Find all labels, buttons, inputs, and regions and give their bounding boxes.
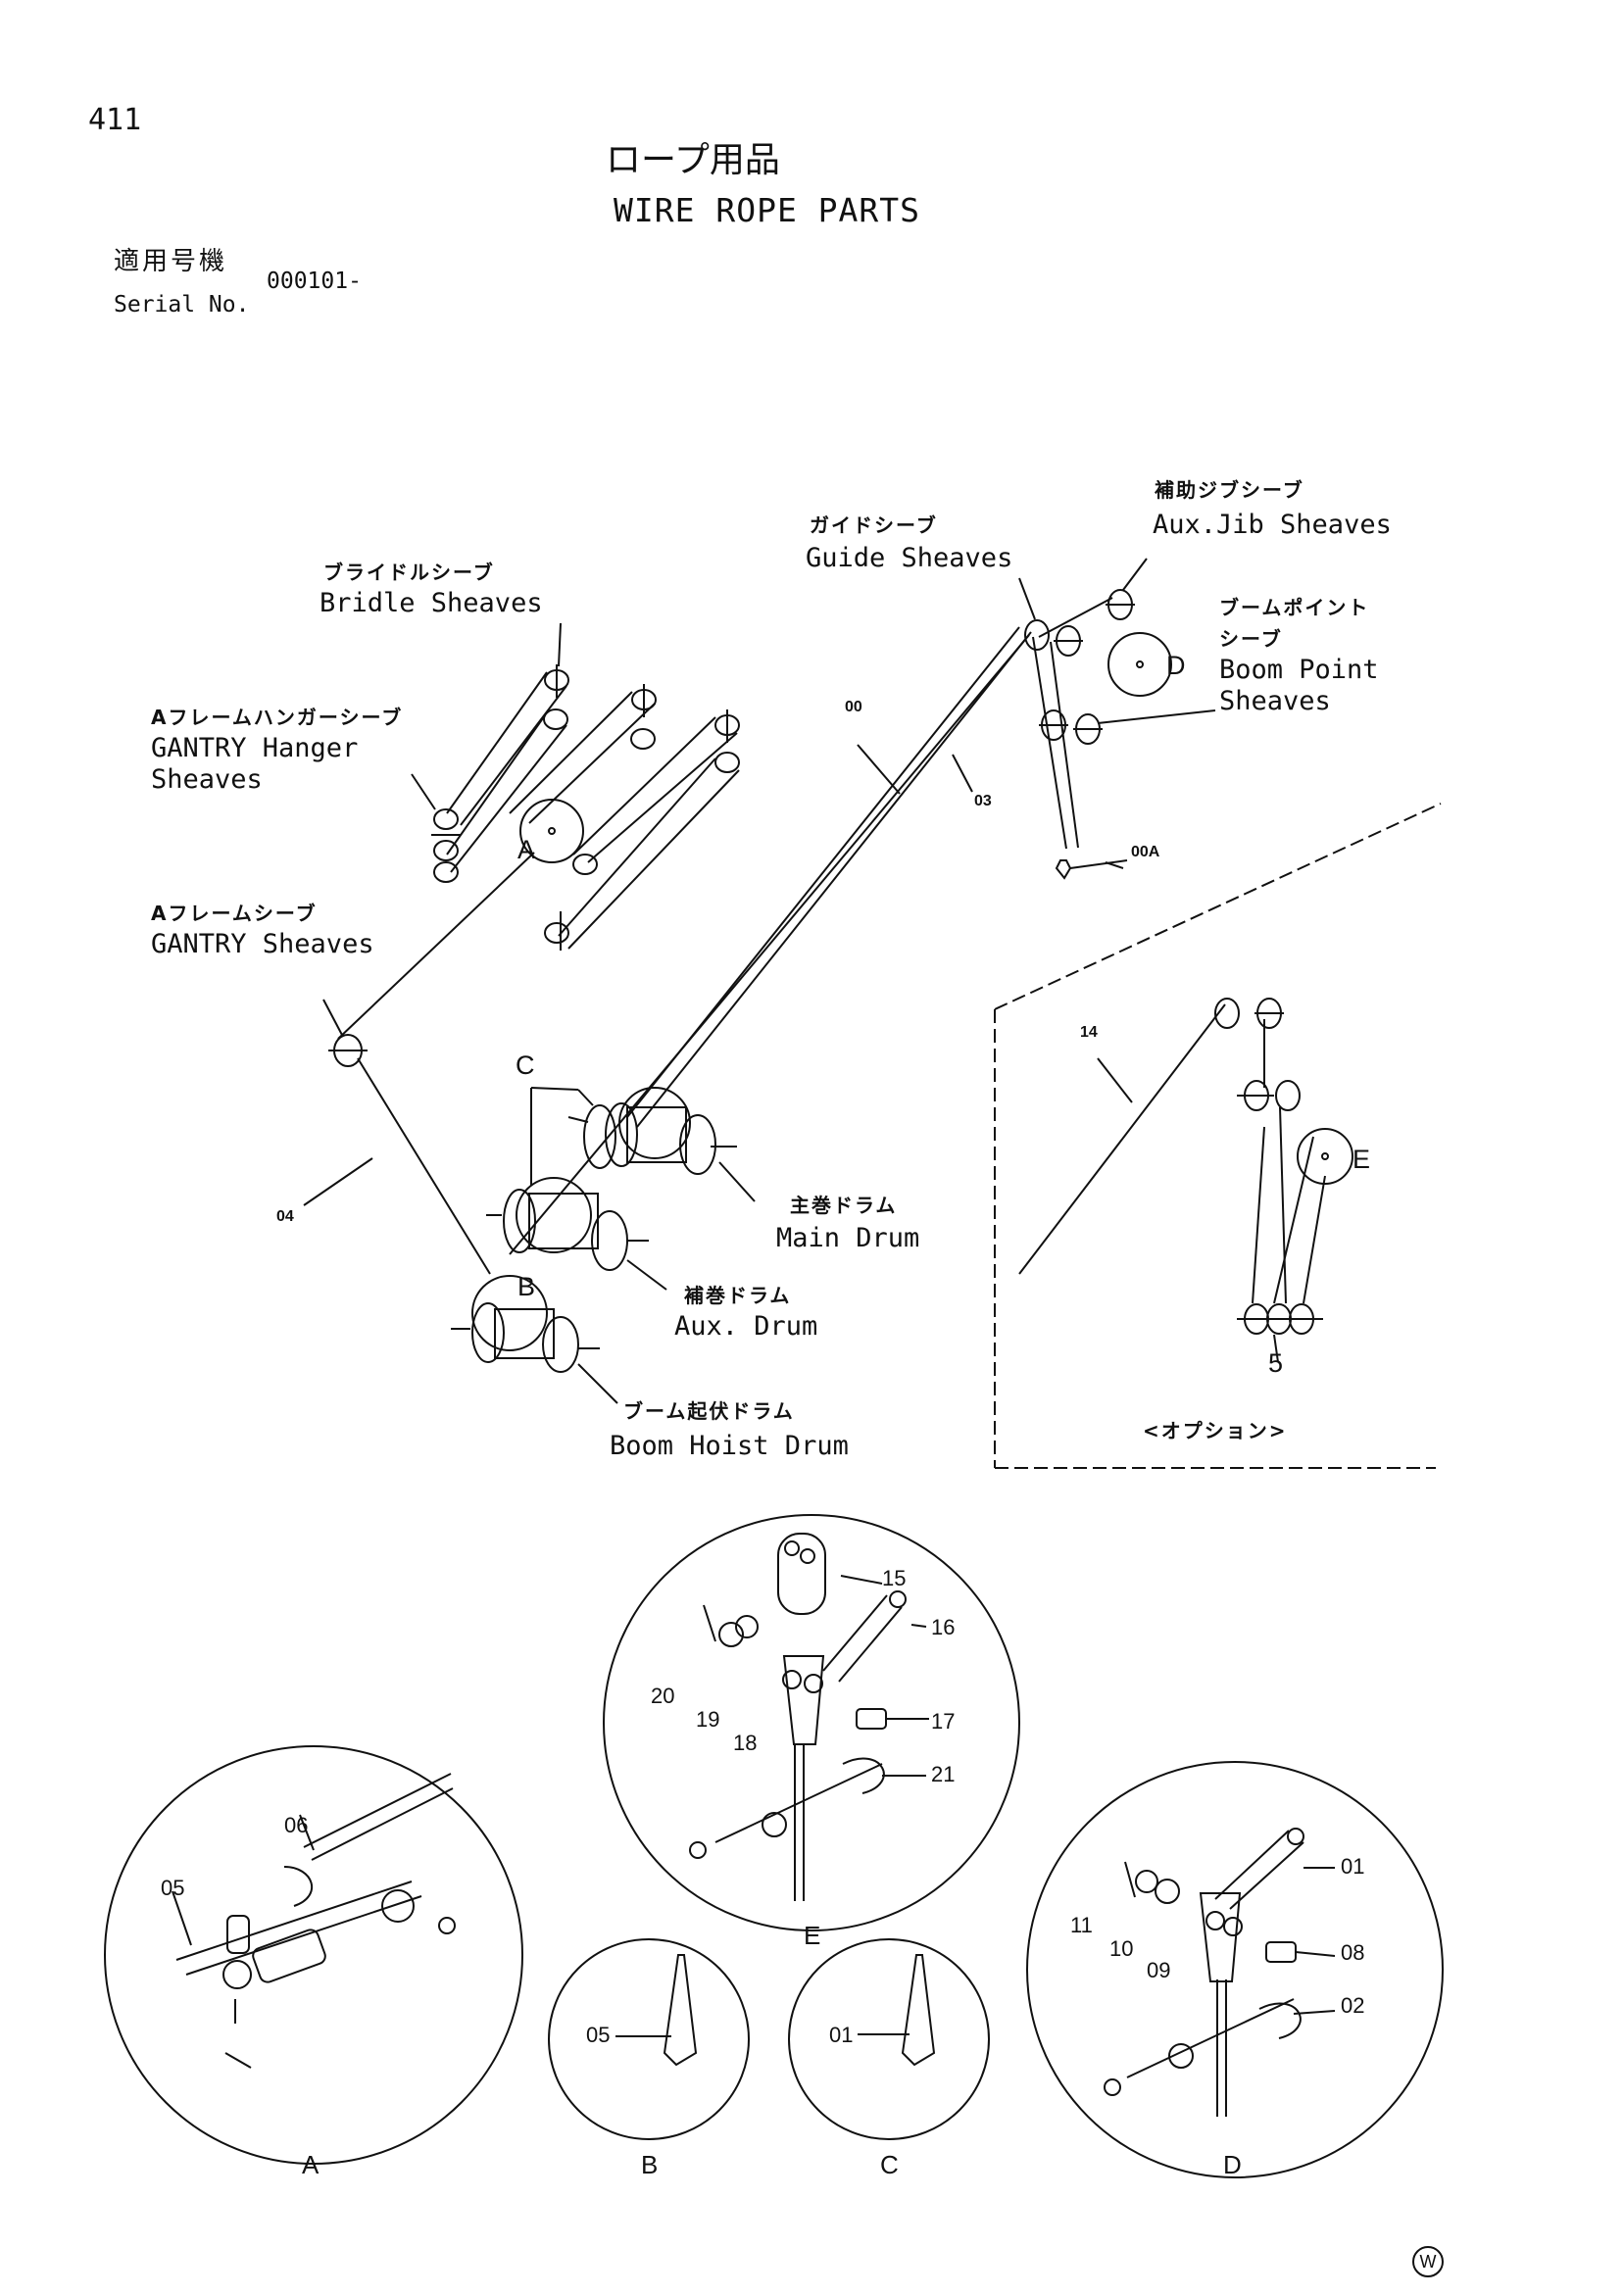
callout-03: 03 [974,793,992,809]
detail-e-part-21: 21 [931,1762,956,1786]
detail-c-caption: C [880,2150,899,2179]
boom-point-label-en2: Sheaves [1219,686,1331,716]
detail-e-circle [603,1514,1020,1931]
gantry-sheave-drawing [322,852,535,1275]
bridle-sheaves-label-jp: ブライドルシーブ [323,561,495,584]
aux-drum-drawing [486,1177,649,1271]
main-drum-drawing [567,1087,737,1175]
detail-e-caption: E [804,1921,821,1950]
main-drum-label-jp: 主巻ドラム [790,1194,898,1217]
detail-a-part-06: 06 [284,1813,309,1837]
detail-e-part-17: 17 [931,1709,956,1734]
main-ropes-drawing [509,597,1113,1255]
tag-a: A [517,835,536,864]
detail-d-part-10: 10 [1109,1936,1134,1961]
detail-d-part-08: 08 [1341,1940,1365,1965]
page-title-en: WIRE ROPE PARTS [614,191,921,229]
detail-e-part-15: 15 [882,1566,907,1590]
detail-d-part-01: 01 [1341,1854,1365,1879]
page-title-jp: ロープ用品 [606,140,780,180]
bridle-sheaves-label-en: Bridle Sheaves [320,588,543,618]
detail-d-part-11: 11 [1070,1913,1093,1937]
boom-hoist-drum-drawing [451,1275,600,1373]
detail-b-caption: B [641,2150,659,2179]
detail-e-part-18: 18 [733,1731,758,1755]
option-drawing [1018,998,1353,1363]
gantry-sheaves-label-en: GANTRY Sheaves [151,929,374,959]
detail-e-part-19: 19 [696,1707,720,1732]
boom-hoist-drum-label-en: Boom Hoist Drum [610,1431,849,1461]
aux-jib-sheaves-label-jp: 補助ジブシーブ [1155,478,1304,502]
gantry-hanger-sheaves-drawing [431,808,461,883]
guide-sheaves-label-en: Guide Sheaves [806,543,1013,573]
detail-d-circle [1026,1761,1444,2178]
leader-lines [303,558,1216,1404]
detail-a-circle [104,1745,523,2165]
guide-sheaves-label-jp: ガイドシーブ [810,513,938,537]
detail-d-part-02: 02 [1341,1993,1365,2018]
aux-jib-sheaves-label-en: Aux.Jib Sheaves [1153,510,1392,540]
detail-e-part-20: 20 [651,1684,675,1708]
boom-point-label-jp1: ブームポイント [1219,596,1370,619]
detail-d-caption: D [1223,2150,1242,2179]
callout-5: 5 [1268,1348,1284,1378]
gantry-hanger-label-en2: Sheaves [151,764,263,795]
option-box [994,803,1442,1469]
tag-d: D [1166,651,1186,680]
serial-value: 000101- [267,269,362,294]
boom-point-label-en1: Boom Point [1219,655,1379,685]
main-drum-label-en: Main Drum [776,1223,920,1253]
callout-14: 14 [1080,1024,1098,1041]
callout-04: 04 [276,1208,294,1225]
page-number: 411 [88,103,142,137]
callout-00: 00 [845,699,862,715]
serial-label-jp: 適用号機 [114,247,228,276]
boom-hoist-drum-label-jp: ブーム起伏ドラム [623,1399,795,1423]
tag-b: B [517,1272,536,1301]
gantry-hanger-label-en1: GANTRY Hanger [151,733,359,763]
detail-a-part-05: 05 [161,1876,185,1900]
gantry-hanger-label-jp: Aフレームハンガーシーブ [151,706,404,729]
top-sheaves-drawing [1024,589,1172,880]
detail-b-circle [548,1938,750,2140]
w-mark-icon: W [1412,2246,1444,2277]
detail-b-part-05: 05 [586,2023,611,2047]
serial-label-en: Serial No. [114,292,250,318]
aux-drum-label-jp: 補巻ドラム [684,1284,792,1307]
detail-e-part-16: 16 [931,1615,956,1639]
detail-d-part-09: 09 [1147,1958,1171,1982]
detail-c-circle [788,1938,990,2140]
detail-c-part-01: 01 [829,2023,854,2047]
aux-drum-label-en: Aux. Drum [674,1311,818,1342]
callout-00a: 00A [1131,844,1160,860]
tag-c: C [516,1050,535,1080]
detail-a-caption: A [302,2150,320,2179]
bridle-sheaves-drawing [446,664,740,950]
sheave-a-drawing [519,799,598,951]
tag-e: E [1352,1145,1371,1174]
option-label: <オプション> [1143,1419,1288,1442]
boom-point-label-jp2: シーブ [1219,627,1283,651]
gantry-sheaves-label-jp: Aフレームシーブ [151,902,318,925]
